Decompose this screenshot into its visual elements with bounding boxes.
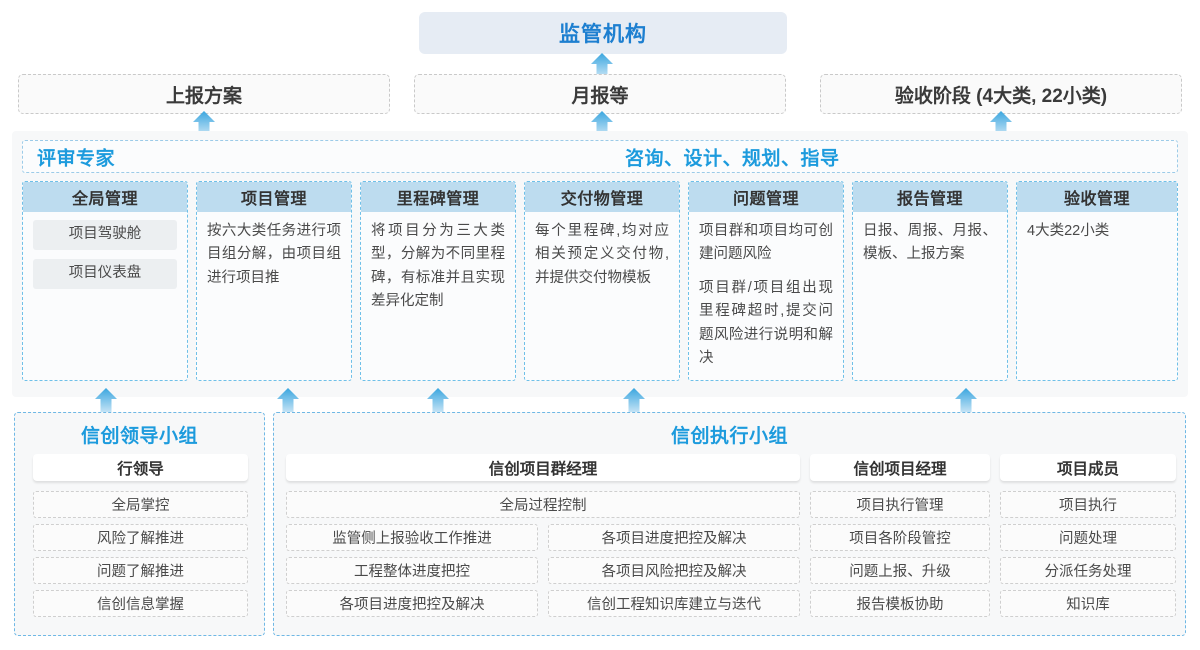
role-head-program-manager[interactable]: 信创项目群经理 <box>286 454 800 481</box>
role-head-project-manager[interactable]: 信创项目经理 <box>810 454 990 481</box>
task-item[interactable]: 各项目风险把控及解决 <box>548 557 800 584</box>
task-item[interactable]: 全局过程控制 <box>286 491 800 518</box>
task-item[interactable]: 风险了解推进 <box>33 524 248 551</box>
task-item[interactable]: 监管侧上报验收工作推进 <box>286 524 538 551</box>
task-item[interactable]: 分派任务处理 <box>1000 557 1176 584</box>
task-item[interactable]: 项目各阶段管控 <box>810 524 990 551</box>
platform-column-report-management[interactable]: 报告管理 日报、周报、月报、模板、上报方案 <box>852 181 1008 381</box>
column-paragraph: 将项目分为三大类型，分解为不同里程碑，有标准并且实现差异化定制 <box>371 223 505 310</box>
column-title: 全局管理 <box>23 182 187 212</box>
column-paragraph: 项目群和项目均可创建问题风险 <box>699 223 833 263</box>
column-paragraph: 4大类22小类 <box>1027 223 1110 239</box>
role-head-bank-leader[interactable]: 行领导 <box>33 454 248 481</box>
report-box-monthly-label: 月报等 <box>571 85 629 107</box>
platform-column-deliverable-management[interactable]: 交付物管理 每个里程碑,均对应相关预定义交付物,并提供交付物模板 <box>524 181 680 381</box>
task-item[interactable]: 问题上报、升级 <box>810 557 990 584</box>
band-label-review-experts: 评审专家 <box>37 148 116 169</box>
platform-column-project-management[interactable]: 项目管理 按六大类任务进行项目组分解，由项目组进行项目推 <box>196 181 352 381</box>
report-box-plan[interactable]: 上报方案 <box>18 74 390 114</box>
arrow-up-icon <box>591 53 613 79</box>
task-item[interactable]: 报告模板协助 <box>810 590 990 617</box>
column-paragraph: 按六大类任务进行项目组分解，由项目组进行项目推 <box>207 223 341 286</box>
arrow-up-icon <box>277 388 299 414</box>
group-leadership: 信创领导小组 行领导 全局掌控 风险了解推进 问题了解推进 信创信息掌握 <box>14 412 265 636</box>
task-item[interactable]: 项目执行管理 <box>810 491 990 518</box>
column-body: 按六大类任务进行项目组分解，由项目组进行项目推 <box>197 212 351 296</box>
platform-column-global-management[interactable]: 全局管理 项目驾驶舱 项目仪表盘 <box>22 181 188 381</box>
report-box-monthly[interactable]: 月报等 <box>414 74 786 114</box>
column-title: 验收管理 <box>1017 182 1177 212</box>
platform-column-milestone-management[interactable]: 里程碑管理 将项目分为三大类型，分解为不同里程碑，有标准并且实现差异化定制 <box>360 181 516 381</box>
column-title: 问题管理 <box>689 182 843 212</box>
task-item[interactable]: 工程整体进度把控 <box>286 557 538 584</box>
band-label-consulting: 咨询、设计、规划、指导 <box>625 148 840 169</box>
column-body: 项目群和项目均可创建问题风险 项目群/项目组出现里程碑超时,提交问题风险进行说明… <box>689 212 843 377</box>
column-body: 4大类22小类 <box>1017 212 1177 249</box>
task-item[interactable]: 各项目进度把控及解决 <box>286 590 538 617</box>
arrow-up-icon <box>623 388 645 414</box>
task-item[interactable]: 项目执行 <box>1000 491 1176 518</box>
pill-item[interactable]: 项目驾驶舱 <box>33 220 177 250</box>
arrow-up-icon <box>955 388 977 414</box>
platform-column-issue-management[interactable]: 问题管理 项目群和项目均可创建问题风险 项目群/项目组出现里程碑超时,提交问题风… <box>688 181 844 381</box>
task-item[interactable]: 问题处理 <box>1000 524 1176 551</box>
platform-column-acceptance-management[interactable]: 验收管理 4大类22小类 <box>1016 181 1178 381</box>
arrow-up-icon <box>193 111 215 137</box>
column-body: 日报、周报、月报、模板、上报方案 <box>853 212 1007 273</box>
group-execution: 信创执行小组 信创项目群经理 全局过程控制 监管侧上报验收工作推进 工程整体进度… <box>273 412 1186 636</box>
task-item[interactable]: 信创工程知识库建立与迭代 <box>548 590 800 617</box>
column-paragraph: 项目群/项目组出现里程碑超时,提交问题风险进行说明和解决 <box>699 279 833 367</box>
column-paragraph: 每个里程碑,均对应相关预定义交付物,并提供交付物模板 <box>535 223 669 286</box>
arrow-up-icon <box>95 388 117 414</box>
column-body: 将项目分为三大类型，分解为不同里程碑，有标准并且实现差异化定制 <box>361 212 515 320</box>
platform-band: 评审专家 咨询、设计、规划、指导 <box>22 140 1178 173</box>
group-leadership-title: 信创领导小组 <box>80 426 199 447</box>
arrow-up-icon <box>427 388 449 414</box>
column-title: 项目管理 <box>197 182 351 212</box>
column-paragraph: 日报、周报、月报、模板、上报方案 <box>863 223 997 263</box>
platform-panel: 评审专家 咨询、设计、规划、指导 全局管理 项目驾驶舱 项目仪表盘 项目管理 按… <box>12 131 1188 397</box>
task-item[interactable]: 各项目进度把控及解决 <box>548 524 800 551</box>
column-body: 每个里程碑,均对应相关预定义交付物,并提供交付物模板 <box>525 212 679 296</box>
arrow-up-icon <box>591 111 613 137</box>
task-item[interactable]: 全局掌控 <box>33 491 248 518</box>
report-box-acceptance-label: 验收阶段 (4大类, 22小类) <box>894 85 1108 107</box>
column-title: 里程碑管理 <box>361 182 515 212</box>
role-head-project-member[interactable]: 项目成员 <box>1000 454 1176 481</box>
column-body: 项目驾驶舱 项目仪表盘 <box>23 212 187 304</box>
report-box-plan-label: 上报方案 <box>165 85 242 107</box>
report-box-acceptance[interactable]: 验收阶段 (4大类, 22小类) <box>820 74 1182 114</box>
column-title: 报告管理 <box>853 182 1007 212</box>
arrow-up-icon <box>990 111 1012 137</box>
task-item[interactable]: 知识库 <box>1000 590 1176 617</box>
column-title: 交付物管理 <box>525 182 679 212</box>
authority-label: 监管机构 <box>559 23 647 46</box>
pill-item[interactable]: 项目仪表盘 <box>33 259 177 289</box>
task-item[interactable]: 问题了解推进 <box>33 557 248 584</box>
authority-box: 监管机构 <box>419 12 787 54</box>
group-execution-title: 信创执行小组 <box>670 426 789 447</box>
task-item[interactable]: 信创信息掌握 <box>33 590 248 617</box>
